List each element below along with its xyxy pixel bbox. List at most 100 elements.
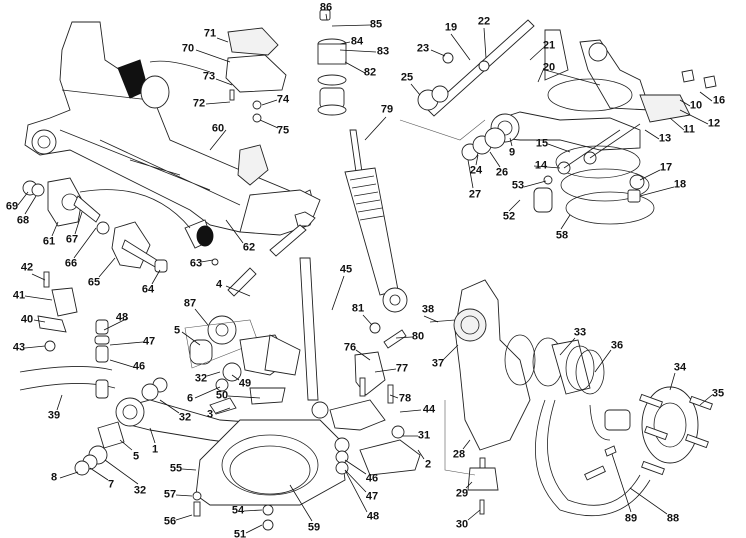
part-callout-28[interactable]: 28 xyxy=(452,448,466,461)
part-callout-49[interactable]: 49 xyxy=(238,377,252,390)
part-callout-64[interactable]: 64 xyxy=(141,283,155,296)
part-callout-7[interactable]: 7 xyxy=(107,478,115,491)
part-callout-79[interactable]: 79 xyxy=(380,103,394,116)
part-callout-12[interactable]: 12 xyxy=(707,117,721,130)
ball-joint-stack[interactable] xyxy=(329,351,421,476)
part-callout-61[interactable]: 61 xyxy=(42,235,56,248)
part-callout-72[interactable]: 72 xyxy=(192,97,206,110)
part-callout-25[interactable]: 25 xyxy=(400,71,414,84)
part-callout-58[interactable]: 58 xyxy=(555,229,569,242)
part-callout-62[interactable]: 62 xyxy=(242,241,256,254)
part-callout-8[interactable]: 8 xyxy=(50,471,58,484)
part-callout-77[interactable]: 77 xyxy=(395,362,409,375)
part-callout-48[interactable]: 48 xyxy=(366,510,380,523)
tie-rod-parts[interactable] xyxy=(184,211,316,415)
part-callout-67[interactable]: 67 xyxy=(65,233,79,246)
part-callout-48[interactable]: 48 xyxy=(115,311,129,324)
part-callout-3[interactable]: 3 xyxy=(206,408,214,421)
part-callout-35[interactable]: 35 xyxy=(711,387,725,400)
upper-wishbone[interactable] xyxy=(461,29,651,161)
part-callout-39[interactable]: 39 xyxy=(47,409,61,422)
part-callout-85[interactable]: 85 xyxy=(369,18,383,31)
part-callout-73[interactable]: 73 xyxy=(202,70,216,83)
part-callout-52[interactable]: 52 xyxy=(502,210,516,223)
part-callout-22[interactable]: 22 xyxy=(477,15,491,28)
part-callout-6[interactable]: 6 xyxy=(186,392,194,405)
upper-link-assembly[interactable] xyxy=(399,19,535,141)
part-callout-81[interactable]: 81 xyxy=(351,302,365,315)
part-callout-5[interactable]: 5 xyxy=(173,324,181,337)
bump-stop[interactable] xyxy=(533,175,553,213)
part-callout-31[interactable]: 31 xyxy=(417,429,431,442)
part-callout-14[interactable]: 14 xyxy=(534,159,548,172)
engine-mount[interactable] xyxy=(117,27,287,123)
hub-bearing[interactable] xyxy=(532,337,605,395)
anti-roll-bar[interactable] xyxy=(19,319,116,399)
part-callout-20[interactable]: 20 xyxy=(542,61,556,74)
shock-absorber[interactable] xyxy=(317,9,408,349)
part-callout-43[interactable]: 43 xyxy=(12,341,26,354)
part-callout-56[interactable]: 56 xyxy=(163,515,177,528)
wheel-hub[interactable] xyxy=(604,386,713,476)
part-callout-78[interactable]: 78 xyxy=(398,392,412,405)
part-callout-69[interactable]: 69 xyxy=(5,200,19,213)
part-callout-4[interactable]: 4 xyxy=(215,278,223,291)
part-callout-34[interactable]: 34 xyxy=(673,361,687,374)
part-callout-46[interactable]: 46 xyxy=(365,472,379,485)
part-callout-53[interactable]: 53 xyxy=(511,179,525,192)
part-callout-57[interactable]: 57 xyxy=(163,488,177,501)
part-callout-45[interactable]: 45 xyxy=(339,263,353,276)
part-callout-83[interactable]: 83 xyxy=(376,45,390,58)
part-callout-2[interactable]: 2 xyxy=(424,458,432,471)
part-callout-86[interactable]: 86 xyxy=(319,1,333,14)
part-callout-59[interactable]: 59 xyxy=(307,521,321,534)
part-callout-42[interactable]: 42 xyxy=(20,261,34,274)
part-callout-54[interactable]: 54 xyxy=(231,504,245,517)
part-callout-27[interactable]: 27 xyxy=(468,188,482,201)
part-callout-47[interactable]: 47 xyxy=(365,490,379,503)
part-callout-38[interactable]: 38 xyxy=(421,303,435,316)
part-callout-76[interactable]: 76 xyxy=(343,341,357,354)
part-callout-65[interactable]: 65 xyxy=(87,276,101,289)
part-callout-15[interactable]: 15 xyxy=(535,137,549,150)
brake-backing-plate[interactable] xyxy=(192,419,346,531)
part-callout-88[interactable]: 88 xyxy=(666,512,680,525)
part-callout-29[interactable]: 29 xyxy=(455,487,469,500)
part-callout-68[interactable]: 68 xyxy=(16,214,30,227)
steering-knuckle[interactable] xyxy=(429,279,536,515)
part-callout-10[interactable]: 10 xyxy=(689,99,703,112)
part-callout-16[interactable]: 16 xyxy=(712,94,726,107)
subframe-bushing[interactable] xyxy=(79,189,219,266)
part-callout-32[interactable]: 32 xyxy=(194,372,208,385)
part-callout-44[interactable]: 44 xyxy=(422,403,436,416)
part-callout-75[interactable]: 75 xyxy=(276,124,290,137)
part-callout-32[interactable]: 32 xyxy=(178,411,192,424)
steering-rack-shaft[interactable] xyxy=(299,257,329,419)
part-callout-33[interactable]: 33 xyxy=(573,326,587,339)
part-callout-30[interactable]: 30 xyxy=(455,518,469,531)
part-callout-87[interactable]: 87 xyxy=(183,297,197,310)
part-callout-5[interactable]: 5 xyxy=(132,450,140,463)
part-callout-46[interactable]: 46 xyxy=(132,360,146,373)
part-callout-41[interactable]: 41 xyxy=(12,289,26,302)
part-callout-18[interactable]: 18 xyxy=(673,178,687,191)
part-callout-50[interactable]: 50 xyxy=(215,389,229,402)
anti-roll-bar-clamp[interactable] xyxy=(37,271,78,352)
part-callout-1[interactable]: 1 xyxy=(151,443,159,456)
part-callout-21[interactable]: 21 xyxy=(542,39,556,52)
part-callout-13[interactable]: 13 xyxy=(658,132,672,145)
part-callout-26[interactable]: 26 xyxy=(495,166,509,179)
part-callout-80[interactable]: 80 xyxy=(411,330,425,343)
part-callout-66[interactable]: 66 xyxy=(64,257,78,270)
part-callout-60[interactable]: 60 xyxy=(211,122,225,135)
brake-shield[interactable] xyxy=(535,399,651,517)
part-callout-89[interactable]: 89 xyxy=(624,512,638,525)
part-callout-36[interactable]: 36 xyxy=(610,339,624,352)
part-callout-11[interactable]: 11 xyxy=(683,123,695,136)
part-callout-74[interactable]: 74 xyxy=(276,93,290,106)
part-callout-37[interactable]: 37 xyxy=(431,357,445,370)
part-callout-23[interactable]: 23 xyxy=(416,42,430,55)
part-callout-84[interactable]: 84 xyxy=(350,35,364,48)
part-callout-82[interactable]: 82 xyxy=(363,66,377,79)
part-callout-47[interactable]: 47 xyxy=(142,335,156,348)
